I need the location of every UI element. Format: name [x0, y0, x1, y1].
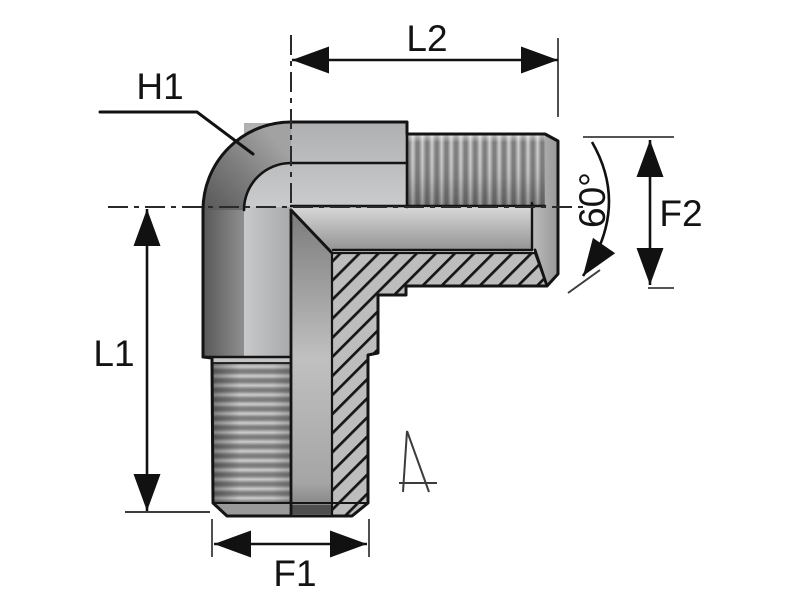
dimension-l2: L2 [292, 18, 559, 117]
dimension-f1: F1 [211, 519, 370, 594]
h1-leader-line [98, 110, 255, 156]
dimension-f2: F2 [583, 136, 703, 289]
right-thread-shading [408, 134, 545, 205]
taper-symbol [399, 430, 437, 493]
h1-label: H1 [136, 66, 183, 107]
cone-flank-tick [567, 269, 601, 294]
taper-symbol-slant-line [406, 430, 430, 493]
inner-arc-line [242, 161, 409, 212]
dimension-l1: L1 [93, 209, 210, 513]
angle-label: 60° [572, 172, 613, 228]
thread-runout-band [212, 357, 291, 364]
angle-arc-arrow [581, 141, 616, 277]
centerlines [108, 35, 583, 210]
bottom-thread-shading [213, 363, 290, 503]
outer-corner-band [203, 122, 291, 210]
leader-h1: H1 [98, 66, 255, 156]
cone-flank-line [533, 248, 549, 288]
bottom-port-bore-surface [291, 210, 332, 507]
l2-label: L2 [406, 18, 447, 59]
section-hatch [330, 251, 549, 518]
taper-symbol-left-line [402, 430, 408, 493]
right-male-thread [408, 134, 545, 205]
vertical-arm-face [244, 207, 291, 357]
bottom-male-thread [213, 363, 290, 503]
angle-annotation: 60° [567, 141, 616, 294]
cross-section-hatch-area [330, 251, 549, 518]
outer-dark-column [203, 210, 244, 357]
bottom-annular-face [291, 505, 333, 514]
right-end-cap [532, 134, 558, 286]
l1-label: L1 [93, 333, 134, 374]
f1-label: F1 [273, 553, 316, 594]
f2-label: F2 [659, 193, 702, 234]
elbow-body [203, 122, 558, 516]
right-port-bore-surface [291, 208, 532, 250]
corner-chamfer-line [289, 208, 334, 255]
